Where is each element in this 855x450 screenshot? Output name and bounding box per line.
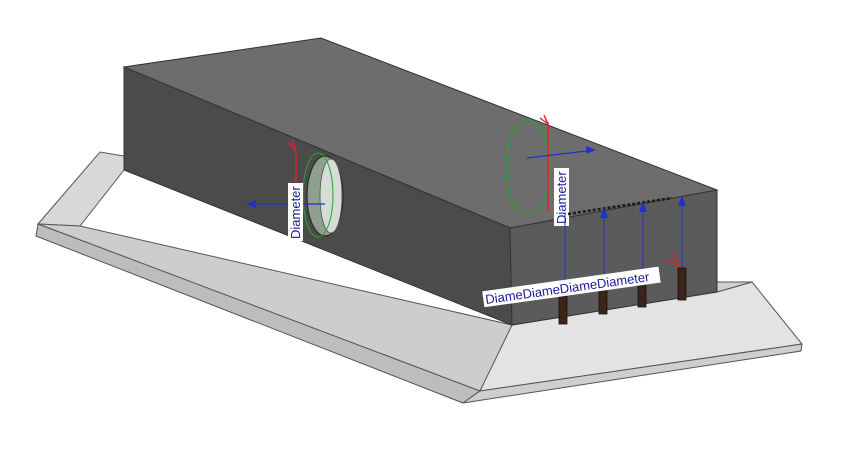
rebar-red-handle [664,253,682,268]
footing-right-edge [462,343,803,404]
footing-left-slope [36,151,125,227]
vertical-dimension-lines [564,196,686,290]
right-opening-blue-line [526,149,596,159]
rebar-dowel [637,281,647,308]
rebar-top-row [567,196,673,216]
rebar-dowel [598,287,608,315]
rebar-dowels[interactable] [558,253,687,325]
left-opening-red-arrow-top [287,139,297,151]
left-opening[interactable]: Diameter [247,139,344,241]
diameter-row-label-bg [482,266,661,308]
right-opening-green-circle [505,119,551,217]
diameter-label-right-bg [554,168,569,226]
right-opening-red-arrow-top [539,114,550,127]
right-opening-blue-arrowhead [586,146,595,154]
diameter-label-left-bg [288,183,303,241]
rebar-dowel [677,267,687,301]
rebar-dowel [558,295,568,325]
left-opening-blue-arrowhead [247,200,256,208]
right-opening[interactable]: Diameter [505,114,596,226]
footing-base[interactable] [35,151,803,404]
diameter-label-left[interactable]: Diameter [288,186,303,239]
left-opening-inner [319,158,343,234]
diameter-label-right[interactable]: Diameter [554,171,569,224]
